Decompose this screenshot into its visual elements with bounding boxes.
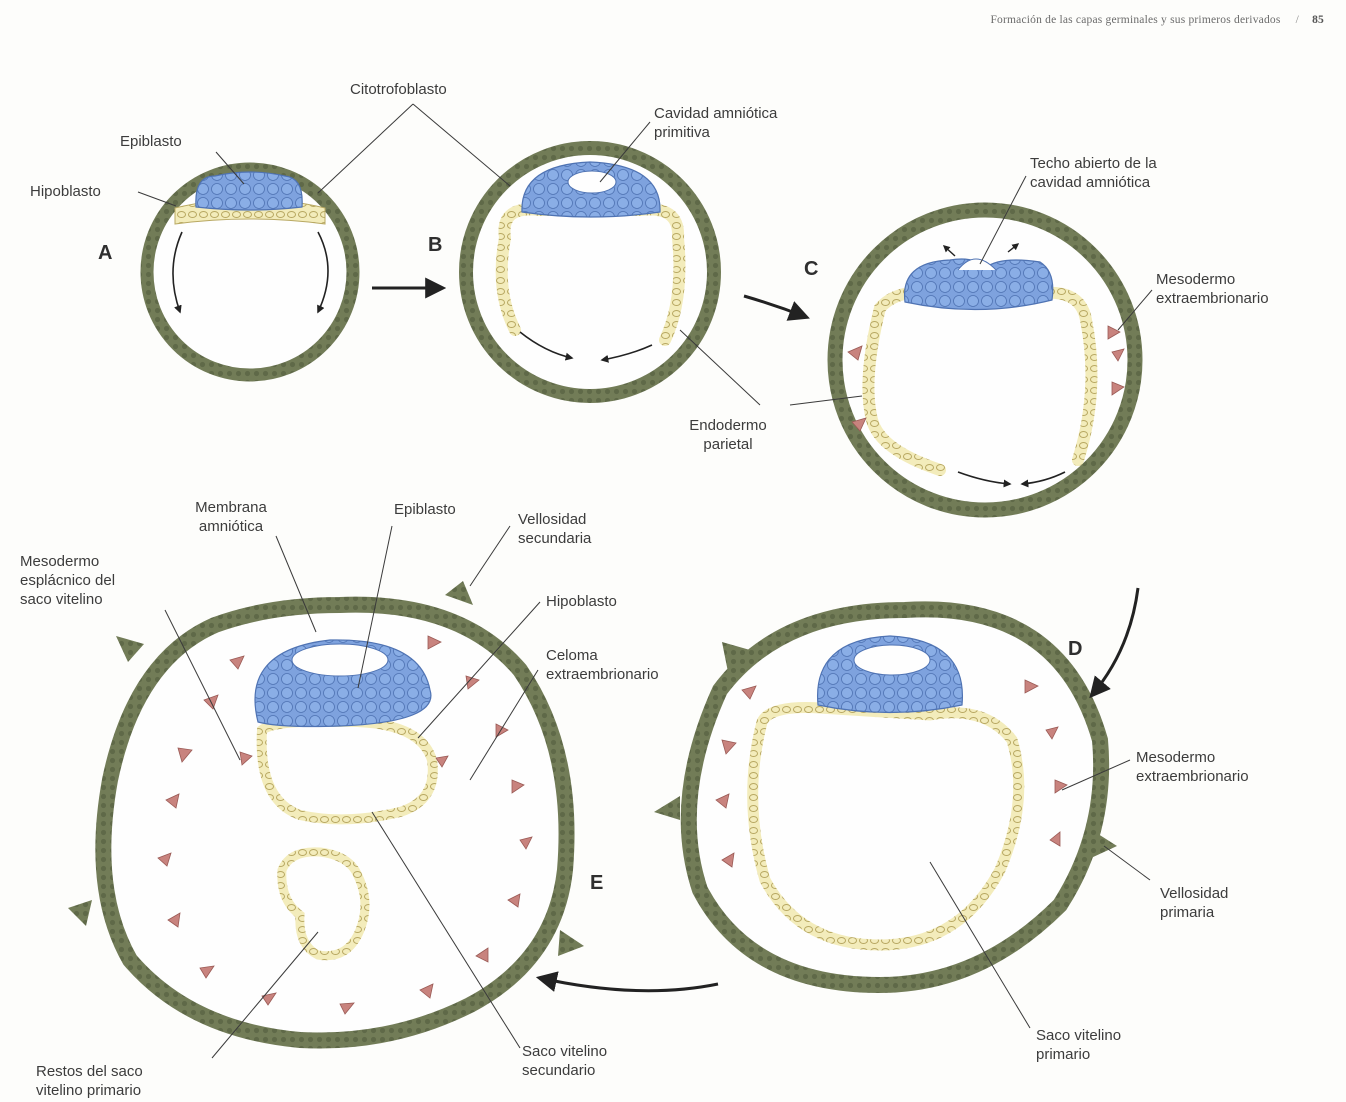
stage-e-secondary-villus	[68, 900, 92, 926]
label-line: parietal	[668, 435, 788, 454]
label-line: Endodermo	[668, 416, 788, 435]
label-line: Mesodermo	[1136, 748, 1249, 767]
label-celoma-extraembrionario: Celoma extraembrionario	[546, 646, 659, 684]
label-endodermo-parietal: Endodermo parietal	[668, 416, 788, 454]
stage-d-primary-yolk-sac	[753, 708, 1019, 945]
stage-d-primary-villus	[1091, 832, 1117, 858]
label-line: primario	[1036, 1045, 1121, 1064]
label-line: amniótica	[176, 517, 286, 536]
label-line: secundario	[522, 1061, 607, 1080]
label-saco-vitelino-primario: Saco vitelino primario	[1036, 1026, 1121, 1064]
label-line: Cavidad amniótica	[654, 104, 777, 123]
label-techo-abierto: Techo abierto de la cavidad amniótica	[1030, 154, 1157, 192]
stage-label-e: E	[590, 872, 603, 895]
label-line: Celoma	[546, 646, 659, 665]
label-line: primaria	[1160, 903, 1228, 922]
label-line: Saco vitelino	[1036, 1026, 1121, 1045]
stage-d-embryo	[654, 609, 1117, 985]
label-line: extraembrionario	[1136, 767, 1249, 786]
stage-b-blastocyst	[466, 148, 714, 396]
stage-a-epiblast	[196, 172, 302, 210]
label-line: Mesodermo	[1156, 270, 1269, 289]
label-line: vitelino primario	[36, 1081, 143, 1100]
label-line: Saco vitelino	[522, 1042, 607, 1061]
arrow-c-to-d	[1092, 588, 1138, 695]
label-line: Restos del saco	[36, 1062, 143, 1081]
stage-e-amniotic-cavity	[292, 644, 388, 676]
label-restos-saco-vitelino: Restos del saco vitelino primario	[36, 1062, 143, 1100]
arrow-b-to-c	[744, 296, 806, 317]
stage-e-secondary-villus	[445, 581, 473, 605]
stage-e-secondary-villus	[558, 930, 584, 956]
stage-b-primitive-amniotic-cavity	[568, 171, 616, 193]
label-mesodermo-esplacnico: Mesodermo esplácnico del saco vitelino	[20, 552, 115, 609]
arrow-d-to-e	[540, 978, 718, 991]
label-line: secundaria	[518, 529, 591, 548]
label-line: extraembrionario	[546, 665, 659, 684]
stage-e-secondary-yolk-sac	[262, 722, 433, 820]
label-line: Vellosidad	[518, 510, 591, 529]
label-citotrofoblasto: Citotrofoblasto	[350, 80, 447, 99]
leader-citotrofoblasto-b	[413, 104, 510, 186]
label-hipoblasto-a: Hipoblasto	[30, 182, 101, 201]
label-cavidad-amniotica-primitiva: Cavidad amniótica primitiva	[654, 104, 777, 142]
stage-label-b: B	[428, 234, 442, 257]
leader-citotrofoblasto-a	[318, 104, 413, 193]
label-line: saco vitelino	[20, 590, 115, 609]
stage-label-d: D	[1068, 638, 1082, 661]
leader-vellosidad-secundaria	[470, 526, 510, 586]
leader-vellosidad-primaria	[1104, 846, 1150, 880]
label-mesodermo-extraembrionario-d: Mesodermo extraembrionario	[1136, 748, 1249, 786]
label-vellosidad-primaria: Vellosidad primaria	[1160, 884, 1228, 922]
stage-e-embryo	[68, 581, 584, 1041]
leader-endodermo-b	[680, 330, 760, 405]
label-line: cavidad amniótica	[1030, 173, 1157, 192]
stage-e-secondary-villus	[116, 636, 144, 662]
label-hipoblasto-e: Hipoblasto	[546, 592, 617, 611]
label-vellosidad-secundaria: Vellosidad secundaria	[518, 510, 591, 548]
label-line: extraembrionario	[1156, 289, 1269, 308]
label-line: Mesodermo	[20, 552, 115, 571]
stage-a-blastocyst	[147, 169, 353, 375]
label-line: Membrana	[176, 498, 286, 517]
label-saco-vitelino-secundario: Saco vitelino secundario	[522, 1042, 607, 1080]
label-line: Techo abierto de la	[1030, 154, 1157, 173]
label-mesodermo-extraembrionario-c: Mesodermo extraembrionario	[1156, 270, 1269, 308]
label-line: esplácnico del	[20, 571, 115, 590]
label-epiblasto-e: Epiblasto	[394, 500, 456, 519]
stage-label-c: C	[804, 258, 818, 281]
label-line: Vellosidad	[1160, 884, 1228, 903]
label-membrana-amniotica: Membrana amniótica	[176, 498, 286, 536]
stage-label-a: A	[98, 242, 112, 265]
stage-d-amniotic-cavity	[854, 645, 930, 675]
stage-d-primary-villus	[654, 796, 680, 820]
label-epiblasto-a: Epiblasto	[120, 132, 182, 151]
label-line: primitiva	[654, 123, 777, 142]
